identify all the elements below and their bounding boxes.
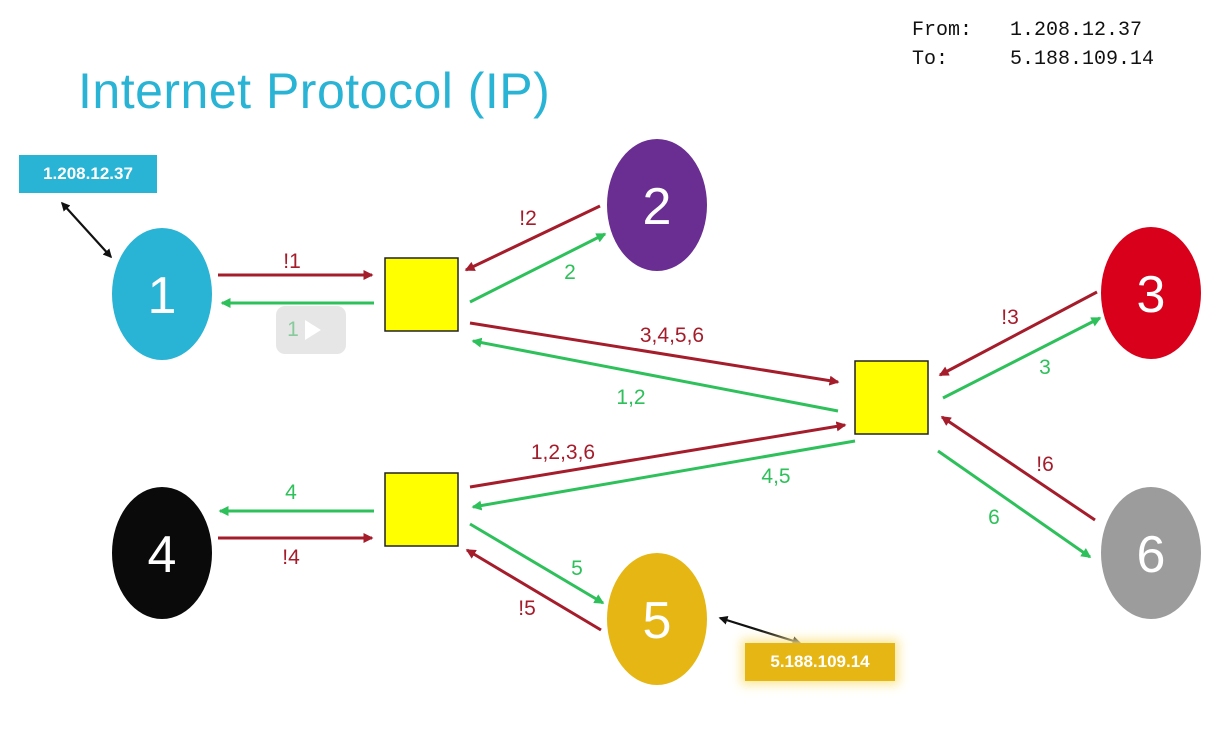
label-center-to-n3: 3 [1039,356,1051,379]
node-2-circle [607,139,707,271]
destination-ip-tag: 5.188.109.14 [745,643,895,681]
node-3-circle [1101,227,1201,359]
page-title: Internet Protocol (IP) [78,63,551,119]
arrow-r1-to-center [469,321,840,386]
node-5-circle [607,553,707,685]
label-r1-to-n1: !1 [283,250,301,273]
node-4-circle [112,487,212,619]
arrow-n2-to-r1 [464,204,601,272]
arrow-n3-to-center [938,290,1098,377]
packet-header: From: 1.208.12.37 To: 5.188.109.14 [912,16,1154,74]
to-value: 5.188.109.14 [1010,48,1155,71]
label-n4-to-bl: !4 [282,546,300,569]
router-top-left [384,257,459,332]
arrow-r1-to-n2 [469,232,607,304]
arrow-center-to-n6 [937,449,1092,559]
node-1-circle [112,228,212,360]
play-icon [305,320,321,340]
label-r1-to-center: 3,4,5,6 [640,324,704,347]
arrow-bl-to-center [469,421,847,489]
node-1-label: 1 [148,267,177,325]
from-value: 1.208.12.37 [1010,19,1143,42]
video-play-button[interactable] [276,306,346,354]
node-4-label: 4 [148,526,177,584]
router-bottom-left [384,472,459,547]
node-6-circle [1101,487,1201,619]
label-n5-to-bl: !5 [518,597,536,620]
arrow-bl-to-n5 [469,522,605,605]
label-bl-to-center: 1,2,3,6 [531,441,595,464]
node-6-label: 6 [1137,526,1166,584]
from-label: From: [912,19,973,42]
label-bl-to-n5: 5 [571,557,583,580]
label-n3-to-center: !3 [1001,306,1019,329]
node-5-label: 5 [643,592,672,650]
node-2: 2 [607,139,707,271]
to-label: To: [912,48,949,71]
label-center-to-n6: 6 [988,506,1000,529]
router-center [854,360,929,435]
node-1: 1 [112,228,212,360]
node-2-label: 2 [643,178,672,236]
header-from-row: From: 1.208.12.37 [912,16,1154,45]
label-n6-to-center: !6 [1036,453,1054,476]
arrow-center-to-bl [471,439,856,511]
node-6: 6 [1101,487,1201,619]
source-ip-pointer [60,201,113,259]
node-3-label: 3 [1137,266,1166,324]
dest-ip-pointer [718,615,802,646]
header-to-row: To: 5.188.109.14 [912,45,1154,74]
label-center-to-r1: 1,2 [616,386,645,409]
arrow-n5-to-bl [465,548,602,632]
label-n2-to-r1: !2 [519,207,537,230]
label-center-to-bl: 4,5 [761,465,790,488]
arrow-center-to-n3 [942,316,1102,400]
label-bl-to-n4: 4 [285,481,297,504]
arrow-center-to-r1 [471,337,839,413]
source-ip-tag: 1.208.12.37 [19,155,157,193]
node-3: 3 [1101,227,1201,359]
node-5: 5 [607,553,707,685]
arrow-n6-to-center [940,415,1096,522]
node-4: 4 [112,487,212,619]
label-r1-to-n2: 2 [564,261,576,284]
